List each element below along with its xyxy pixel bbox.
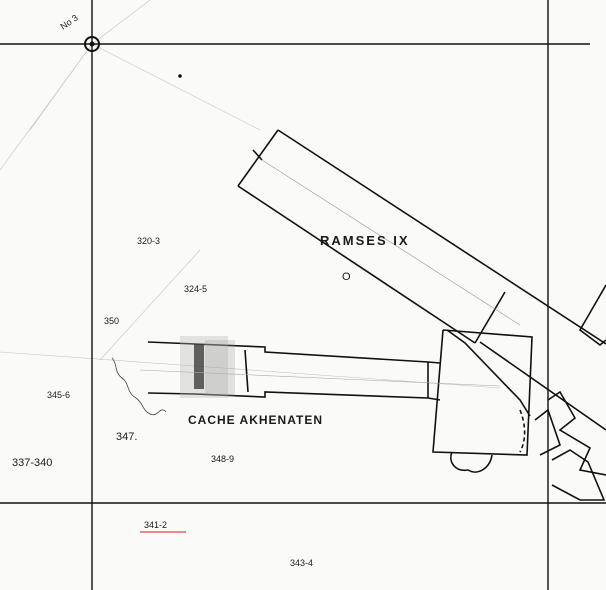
wavy-edge-line: [111, 357, 167, 416]
pit-label-345-6: 345-6: [47, 390, 70, 400]
ramses-axis-line: [261, 159, 521, 326]
burial-chamber: [432, 329, 533, 473]
pit-label-343-4: 343-4: [290, 558, 313, 568]
pit-label-348-9: 348-9: [211, 454, 234, 464]
survey-point-marker: [84, 36, 100, 52]
ramses-ix-tomb-outline: [237, 129, 606, 501]
pit-label-347: 347.: [116, 431, 137, 443]
pit-label-320-3: 320-3: [137, 236, 160, 246]
cache-akhenaten-label: CACHE AKHENATEN: [188, 413, 323, 427]
dot-marker: [178, 74, 182, 78]
cache-akhenaten-corridor: [147, 341, 441, 401]
marker-o-label: O: [342, 271, 351, 283]
pit-label-341-2: 341-2: [144, 520, 167, 530]
survey-point-label: No 3: [58, 13, 79, 32]
pit-label-324-5: 324-5: [184, 284, 207, 294]
ramses-ix-label: RAMSES IX: [320, 233, 410, 248]
cache-shading: [180, 336, 235, 398]
cache-axis-line: [139, 369, 501, 387]
pit-label-337-340: 337-340: [12, 457, 52, 469]
pit-label-350: 350: [104, 316, 119, 326]
